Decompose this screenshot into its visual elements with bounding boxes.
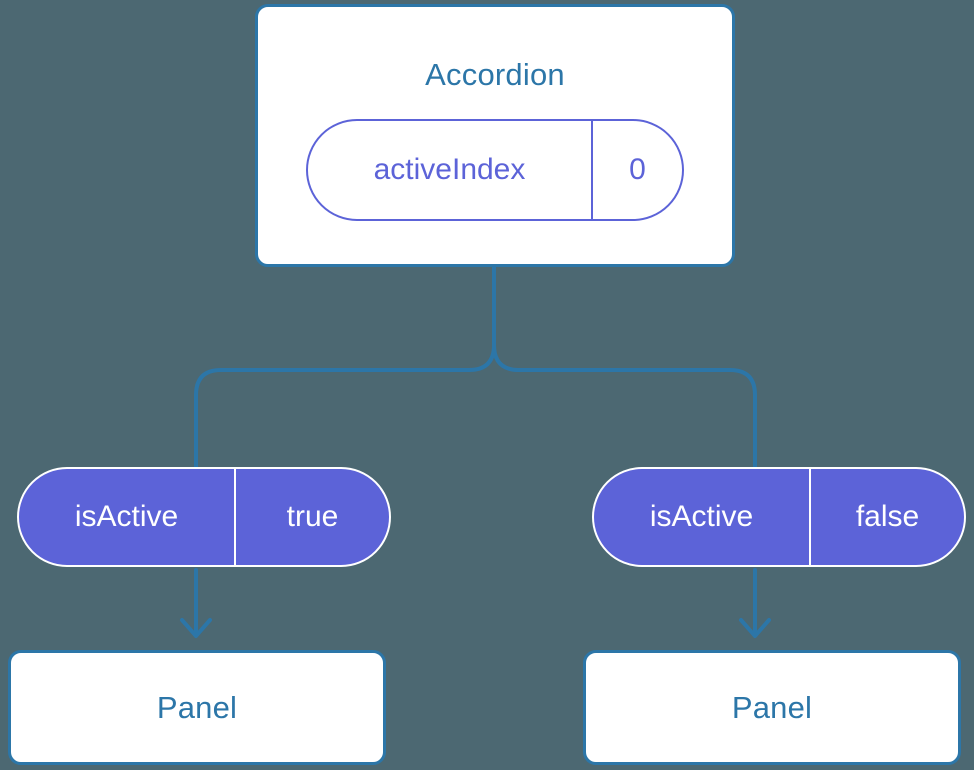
component-title-panel-right: Panel: [731, 690, 813, 725]
connector-branch-left: [194, 265, 496, 470]
prop-pill-key-is-active-left: isActive: [74, 500, 179, 533]
component-card-panel-left[interactable]: Panel: [8, 650, 386, 765]
connector-branch-right: [492, 265, 757, 470]
component-card-panel-right[interactable]: Panel: [583, 650, 961, 765]
state-pill-key-active-index: activeIndex: [373, 153, 526, 186]
state-pill-active-index[interactable]: activeIndex 0: [306, 119, 684, 221]
prop-pill-value-is-active-left: true: [234, 469, 389, 565]
prop-pill-value-is-active-right: false: [809, 469, 964, 565]
arrow-down-icon-right: [739, 568, 771, 638]
prop-pill-is-active-left[interactable]: isActive true: [17, 467, 391, 567]
prop-pill-is-active-right[interactable]: isActive false: [592, 467, 966, 567]
arrow-down-icon-left: [180, 568, 212, 638]
component-title-accordion: Accordion: [425, 57, 565, 92]
prop-pill-key-is-active-right: isActive: [649, 500, 754, 533]
component-title-panel-left: Panel: [156, 690, 238, 725]
state-pill-value-active-index: 0: [591, 121, 682, 219]
